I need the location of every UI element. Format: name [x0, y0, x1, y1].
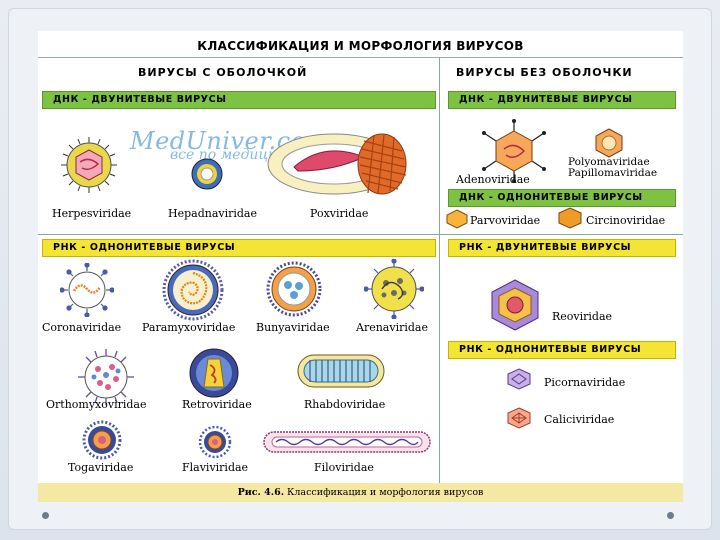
caliciviridae-virion — [507, 407, 531, 429]
poxviridae-virion — [264, 131, 414, 197]
bullet-dot-left — [42, 512, 49, 519]
label-picornaviridae: Picornaviridae — [544, 376, 625, 389]
paramyxoviridae-virion — [162, 259, 224, 321]
parvoviridae-virion — [446, 209, 468, 229]
label-togaviridae: Togaviridae — [68, 461, 133, 474]
label-filoviridae: Filoviridae — [314, 461, 374, 474]
label-bunyaviridae: Bunyaviridae — [256, 321, 330, 334]
label-arenaviridae: Arenaviridae — [356, 321, 428, 334]
figure-caption: Рис. 4.6. Классификация и морфология вир… — [38, 483, 683, 502]
bunyaviridae-virion — [266, 261, 322, 317]
herpesviridae-virion — [60, 136, 118, 194]
label-rhabdoviridae: Rhabdoviridae — [304, 398, 385, 411]
reoviridae-virion — [488, 278, 542, 332]
bar-dna-double-naked: ДНК - ДВУНИТЕВЫЕ ВИРУСЫ — [448, 91, 676, 109]
bullet-dot-right — [667, 512, 674, 519]
label-flaviviridae: Flaviviridae — [182, 461, 248, 474]
polyomaviridae-virion — [594, 128, 624, 158]
label-poxviridae: Poxviridae — [310, 207, 368, 220]
label-retroviridae: Retroviridae — [182, 398, 252, 411]
filoviridae-virion — [262, 429, 432, 455]
enveloped-header: ВИРУСЫ С ОБОЛОЧКОЙ — [138, 66, 307, 79]
label-hepadnaviridae: Hepadnaviridae — [168, 207, 257, 220]
label-circinoviridae: Circinoviridae — [586, 214, 665, 227]
bar-dna-double-enveloped: ДНК - ДВУНИТЕВЫЕ ВИРУСЫ — [42, 91, 436, 109]
flaviviridae-virion — [198, 425, 232, 459]
caption-number: Рис. 4.6. — [238, 487, 284, 498]
arenaviridae-virion — [364, 259, 424, 319]
rhabdoviridae-virion — [294, 351, 388, 391]
circinoviridae-virion — [558, 207, 582, 229]
retroviridae-virion — [188, 347, 240, 399]
picornaviridae-virion — [507, 368, 531, 390]
naked-header: ВИРУСЫ БЕЗ ОБОЛОЧКИ — [456, 66, 633, 79]
figure-title: КЛАССИФИКАЦИЯ И МОРФОЛОГИЯ ВИРУСОВ — [38, 35, 683, 58]
label-parvoviridae: Parvoviridae — [470, 214, 540, 227]
figure-panel: КЛАССИФИКАЦИЯ И МОРФОЛОГИЯ ВИРУСОВ ВИРУС… — [38, 31, 683, 502]
label-papillomaviridae: Papillomaviridae — [568, 168, 657, 179]
bar-rna-double-naked: РНК - ДВУНИТЕВЫЕ ВИРУСЫ — [448, 239, 676, 257]
row-divider — [38, 234, 683, 235]
caption-text: Классификация и морфология вирусов — [287, 487, 483, 498]
label-herpesviridae: Herpesviridae — [52, 207, 131, 220]
label-paramyxoviridae: Paramyxoviridae — [142, 321, 235, 334]
label-coronaviridae: Coronaviridae — [42, 321, 121, 334]
coronaviridae-virion — [60, 263, 114, 317]
togaviridae-virion — [82, 420, 122, 460]
label-adenoviridae: Adenoviridae — [456, 173, 530, 186]
label-caliciviridae: Caliciviridae — [544, 413, 614, 426]
column-divider — [439, 57, 440, 487]
bar-rna-single-enveloped: РНК - ОДНОНИТЕВЫЕ ВИРУСЫ — [42, 239, 436, 257]
bar-rna-single-naked: РНК - ОДНОНИТЕВЫЕ ВИРУСЫ — [448, 341, 676, 359]
bar-dna-single-naked: ДНК - ОДНОНИТЕВЫЕ ВИРУСЫ — [448, 189, 676, 207]
label-reoviridae: Reoviridae — [552, 310, 612, 323]
hepadnaviridae-virion — [190, 157, 224, 191]
label-orthomyxoviridae: Orthomyxoviridae — [46, 398, 147, 411]
